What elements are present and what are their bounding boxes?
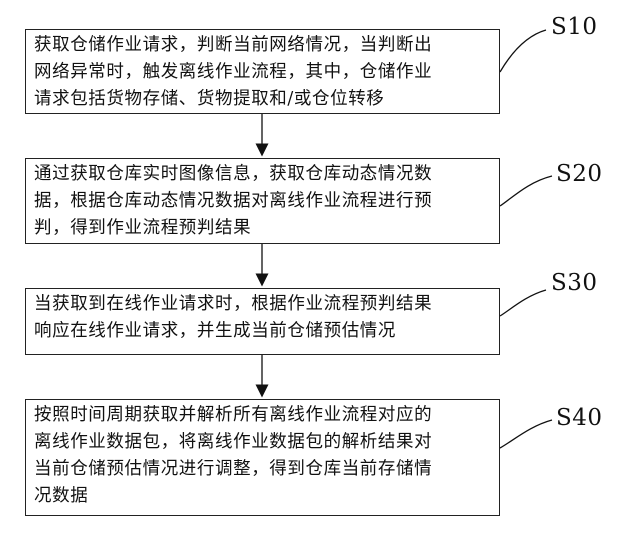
step-line: 网络异常时，触发离线作业流程，其中，仓储作业 [34,59,495,86]
step-label-s10: S10 [551,14,598,40]
step-text-s20: 通过获取仓库实时图像信息，获取仓库动态情况数 据，根据仓库动态情况数据对离线作业… [34,161,495,242]
step-text-s40: 按照时间周期获取并解析所有离线作业流程对应的 离线作业数据包，将离线作业数据包的… [34,402,495,510]
step-line: 况数据 [34,483,495,510]
step-line: 响应在线作业请求，并生成当前仓储预估情况 [34,318,495,345]
step-line: 当前仓储预估情况进行调整，得到仓库当前存储情 [34,456,495,483]
step-box-s30: 当获取到在线作业请求时，根据作业流程预判结果 响应在线作业请求，并生成当前仓储预… [25,288,500,355]
step-box-s10: 获取仓储作业请求，判断当前网络情况，当判断出 网络异常时，触发离线作业流程，其中… [25,29,500,114]
step-line: 判，得到作业流程预判结果 [34,215,495,242]
step-line: 请求包括货物存储、货物提取和/或仓位转移 [34,86,495,113]
step-line: 获取仓储作业请求，判断当前网络情况，当判断出 [34,32,495,59]
leader-line-s10 [500,30,546,72]
step-label-s30: S30 [551,270,598,296]
leader-line-s20 [500,176,552,206]
leader-line-s40 [500,420,552,448]
leader-line-s30 [500,290,546,316]
step-line: 据，根据仓库动态情况数据对离线作业流程进行预 [34,188,495,215]
step-label-s20: S20 [556,161,603,187]
step-box-s40: 按照时间周期获取并解析所有离线作业流程对应的 离线作业数据包，将离线作业数据包的… [25,399,500,516]
step-label-s40: S40 [556,405,603,431]
step-text-s30: 当获取到在线作业请求时，根据作业流程预判结果 响应在线作业请求，并生成当前仓储预… [34,291,495,345]
step-line: 按照时间周期获取并解析所有离线作业流程对应的 [34,402,495,429]
step-box-s20: 通过获取仓库实时图像信息，获取仓库动态情况数 据，根据仓库动态情况数据对离线作业… [25,158,500,244]
step-line: 当获取到在线作业请求时，根据作业流程预判结果 [34,291,495,318]
step-line: 离线作业数据包，将离线作业数据包的解析结果对 [34,429,495,456]
step-text-s10: 获取仓储作业请求，判断当前网络情况，当判断出 网络异常时，触发离线作业流程，其中… [34,32,495,113]
step-line: 通过获取仓库实时图像信息，获取仓库动态情况数 [34,161,495,188]
